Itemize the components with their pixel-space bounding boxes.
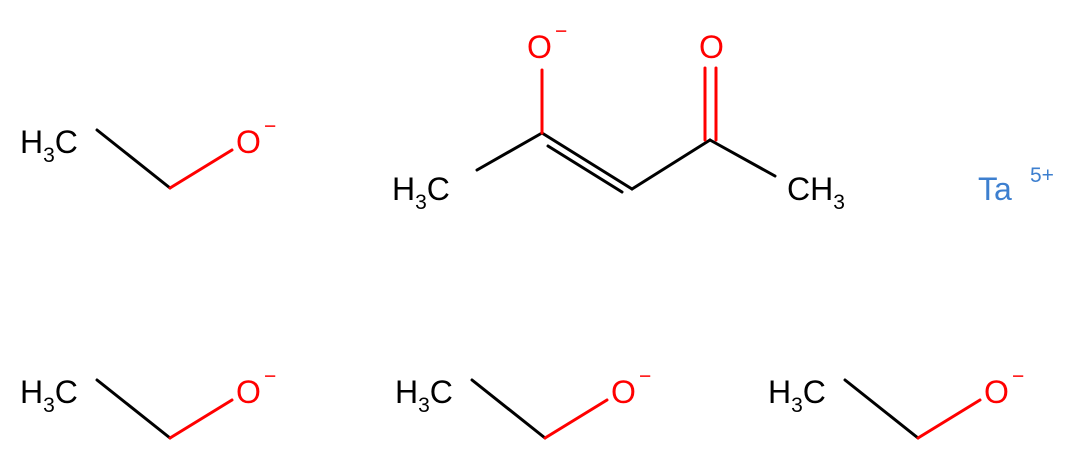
metal-symbol: Ta [978,171,1012,207]
methyl-label: H3C [395,374,453,417]
oxygen-label: O [236,374,261,410]
enolate-charge-label: − [555,20,567,43]
bond-ch3-c2 [475,131,544,172]
acetylacetonate: H3C O − O CH3 [392,20,845,214]
charge-label: − [639,365,651,388]
methyl-right-label: CH3 [787,171,845,214]
charge-label: − [1012,365,1024,388]
bond-c-c [470,378,547,440]
charge-label: − [264,115,276,138]
methyl-label: H3C [20,374,78,417]
ethoxide-3: H3C O − [395,365,651,440]
oxygen-label: O [984,374,1009,410]
oxygen-label: O [236,124,261,160]
bond-c-o [168,148,234,190]
oxygen-label: O [611,374,636,410]
metal-charge: 5+ [1030,164,1054,187]
bond-c2-c3 [540,131,634,191]
enolate-oxygen-label: O [527,29,552,65]
bond-c-o [168,398,234,440]
ethoxide-1: H3C O − [20,115,276,190]
carbonyl-oxygen-label: O [699,29,724,65]
methyl-label: H3C [768,374,826,417]
methyl-left-label: H3C [392,171,450,214]
tantalum-ion: Ta 5+ [978,164,1054,207]
charge-label: − [264,365,276,388]
bond-c3-c4 [630,138,712,191]
ethoxide-4: H3C O − [768,365,1024,440]
bond-c-o [916,398,982,440]
bond-c2-c3-double [546,144,624,194]
methyl-label: H3C [20,124,78,167]
bond-c4-ch3 [708,138,777,178]
bond-c-o [543,398,609,440]
ethoxide-2: H3C O − [20,365,276,440]
bond-c-c [95,128,172,190]
bond-c-c [843,378,920,440]
bond-c-c [95,378,172,440]
